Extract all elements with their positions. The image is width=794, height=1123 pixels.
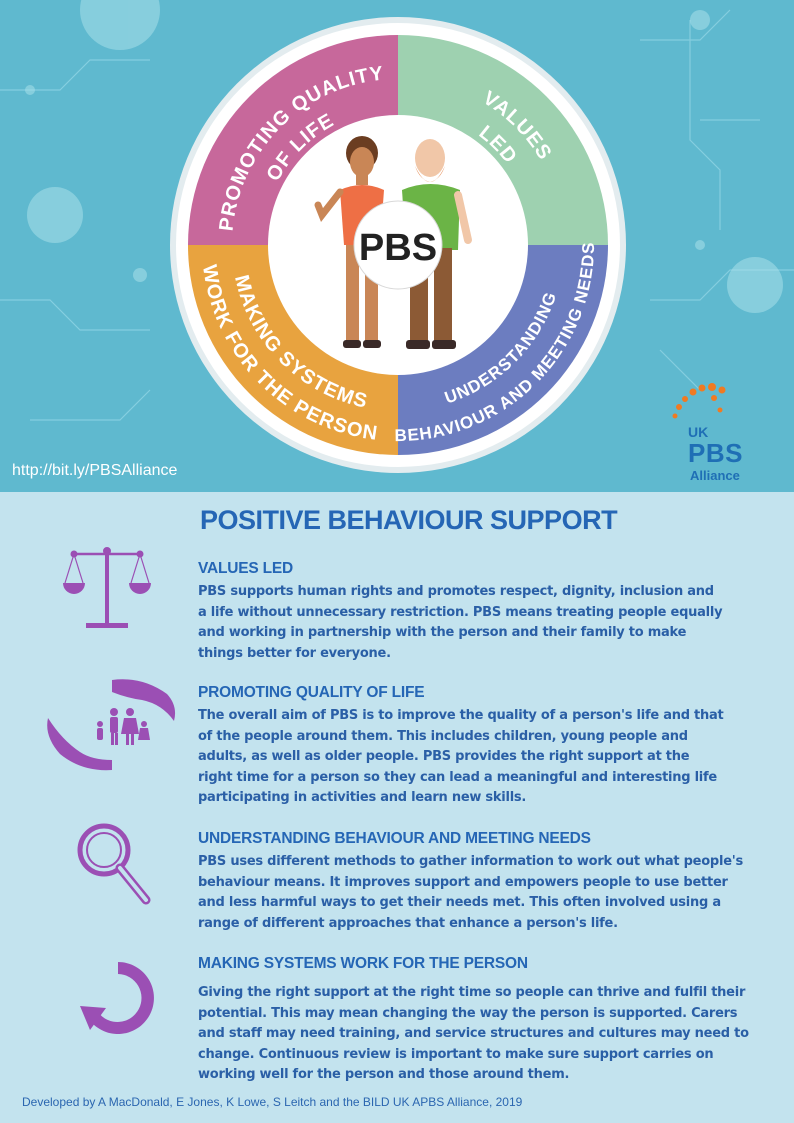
pbs-wheel: PBS PROMOTING QUALITY OF LIFE VALUES LED…: [170, 17, 626, 473]
section-understanding-behaviour: UNDERSTANDING BEHAVIOUR AND MEETING NEED…: [198, 830, 770, 934]
family-hands-icon: [47, 679, 176, 771]
section-promoting-quality-of-life: PROMOTING QUALITY OF LIFE The overall ai…: [198, 684, 770, 809]
alliance-url[interactable]: http://bit.ly/PBSAlliance: [12, 462, 178, 479]
section-values-led: VALUES LED PBS supports human rights and…: [198, 560, 770, 664]
dots-arc-icon: [672, 383, 726, 419]
cycle-arrow-icon: [80, 962, 154, 1034]
section-body: Giving the right support at the right ti…: [198, 985, 749, 1082]
magnifier-icon: [77, 823, 151, 905]
page-title: POSITIVE BEHAVIOUR SUPPORT: [200, 505, 618, 535]
section-heading: PROMOTING QUALITY OF LIFE: [198, 684, 425, 701]
uk-pbs-alliance-logo: UK PBS Alliance: [660, 382, 770, 492]
section-heading: VALUES LED: [198, 560, 294, 577]
wheel-center-label: PBS: [359, 227, 437, 269]
section-making-systems-work: MAKING SYSTEMS WORK FOR THE PERSON Givin…: [198, 955, 770, 1086]
bubble-decoration: [25, 0, 783, 313]
section-body: The overall aim of PBS is to improve the…: [198, 708, 724, 805]
section-body: PBS supports human rights and promotes r…: [198, 584, 723, 661]
logo-alliance-text: Alliance: [690, 468, 740, 483]
hero-banner: PBS PROMOTING QUALITY OF LIFE VALUES LED…: [0, 0, 794, 492]
logo-uk-text: UK: [688, 424, 709, 440]
credits-footer: Developed by A MacDonald, E Jones, K Low…: [22, 1095, 523, 1109]
hero-illustration: PBS PROMOTING QUALITY OF LIFE VALUES LED…: [0, 0, 794, 473]
scales-icon: [63, 547, 151, 628]
section-heading: MAKING SYSTEMS WORK FOR THE PERSON: [198, 955, 528, 972]
section-heading: UNDERSTANDING BEHAVIOUR AND MEETING NEED…: [198, 830, 591, 847]
section-body: PBS uses different methods to gather inf…: [198, 854, 743, 931]
logo-pbs-text: PBS: [688, 438, 743, 468]
circuit-decoration: [0, 9, 794, 421]
